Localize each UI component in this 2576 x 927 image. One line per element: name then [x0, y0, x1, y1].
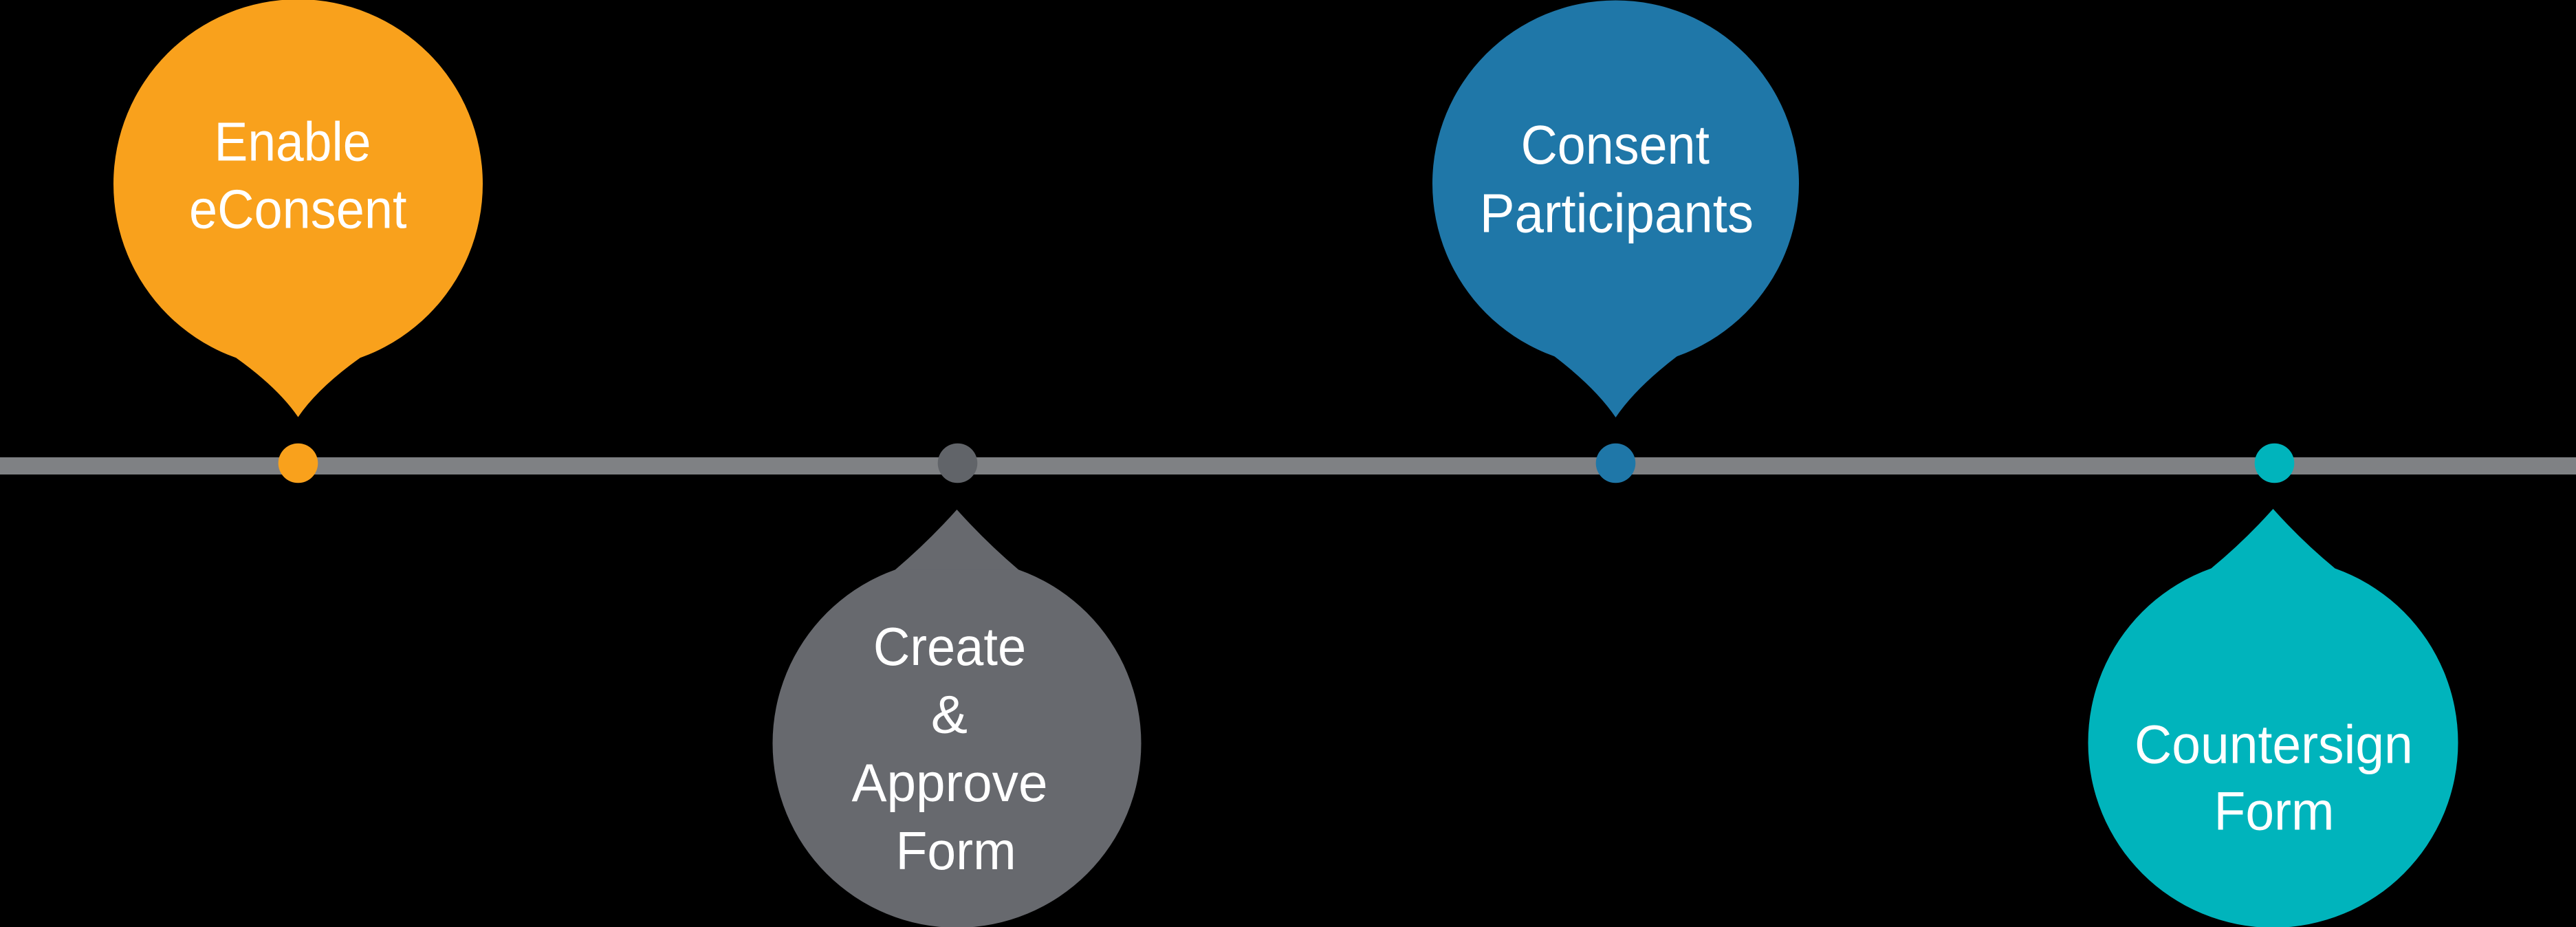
svg-text:Create: Create [873, 616, 1026, 677]
svg-text:Approve: Approve [851, 752, 1047, 813]
svg-text:Consent: Consent [1521, 114, 1710, 175]
svg-text:Enable: Enable [215, 111, 371, 173]
svg-text:Participants: Participants [1480, 183, 1754, 244]
svg-text:Countersign: Countersign [2135, 714, 2413, 775]
svg-text:eConsent: eConsent [189, 179, 407, 240]
svg-text:&: & [931, 684, 968, 745]
svg-text:Form: Form [896, 820, 1016, 881]
svg-text:Form: Form [2214, 781, 2335, 842]
